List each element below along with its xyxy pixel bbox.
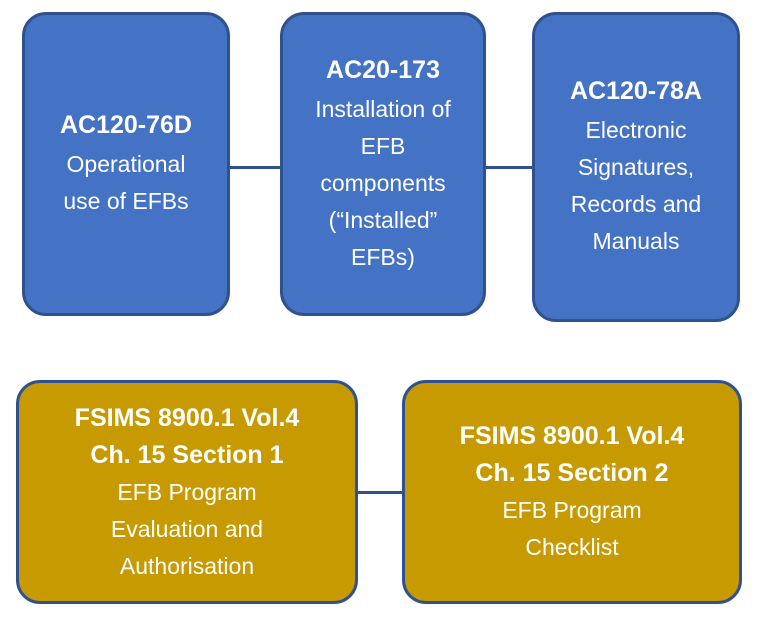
node-description: Operational use of EFBs: [63, 146, 188, 220]
node-title-line: Ch. 15 Section 2: [475, 459, 669, 487]
node-description-line: Operational: [66, 151, 186, 177]
connector-ac120-76d-to-ac20-173: [228, 166, 282, 169]
node-title-line: Ch. 15 Section 1: [90, 440, 284, 469]
node-title-line: FSIMS 8900.1 Vol.4: [459, 422, 685, 450]
node-description: EFB Program Evaluation and Authorisation: [111, 474, 263, 585]
node-description-line: use of EFBs: [63, 188, 189, 214]
node-ac120-78a: AC120-78A Electronic Signatures, Records…: [532, 12, 740, 322]
node-description-line: Records and: [570, 191, 702, 217]
node-title: FSIMS 8900.1 Vol.4 Ch. 15 Section 2: [460, 418, 685, 492]
node-description: EFB Program Checklist: [502, 492, 641, 566]
node-fsims-section-1: FSIMS 8900.1 Vol.4 Ch. 15 Section 1 EFB …: [16, 380, 358, 604]
node-description-line: Evaluation and: [110, 515, 264, 542]
connector-fsims-section-1-to-section-2: [356, 491, 404, 494]
node-description-line: Authorisation: [119, 552, 255, 579]
node-description-line: Electronic: [585, 117, 687, 143]
node-description-line: EFB: [360, 132, 406, 159]
connector-ac20-173-to-ac120-78a: [484, 166, 534, 169]
node-title: AC120-76D: [60, 108, 192, 142]
node-title-line: FSIMS 8900.1 Vol.4: [74, 403, 300, 432]
node-description-line: EFB Program: [502, 497, 642, 523]
node-title-line: AC120-78A: [569, 77, 702, 105]
node-title: AC120-78A: [570, 74, 702, 108]
node-description-line: (“Installed”: [328, 206, 438, 233]
node-description-line: EFB Program: [117, 478, 257, 505]
node-fsims-section-2: FSIMS 8900.1 Vol.4 Ch. 15 Section 2 EFB …: [402, 380, 742, 604]
node-description: Installation of EFB components (“Install…: [315, 91, 451, 276]
node-description: Electronic Signatures, Records and Manua…: [571, 112, 701, 260]
node-description-line: components: [320, 169, 446, 196]
node-description-line: Signatures,: [577, 154, 695, 180]
node-ac120-76d: AC120-76D Operational use of EFBs: [22, 12, 230, 316]
node-title: AC20-173: [326, 53, 440, 87]
node-description-line: Checklist: [525, 534, 619, 560]
node-title: FSIMS 8900.1 Vol.4 Ch. 15 Section 1: [75, 400, 300, 474]
node-title-line: AC120-76D: [59, 111, 192, 139]
node-description-line: Manuals: [592, 228, 680, 254]
node-description-line: EFBs): [351, 243, 415, 270]
node-ac20-173: AC20-173 Installation of EFB components …: [280, 12, 486, 316]
node-description-line: Installation of: [315, 95, 451, 122]
node-title-line: AC20-173: [326, 55, 440, 84]
